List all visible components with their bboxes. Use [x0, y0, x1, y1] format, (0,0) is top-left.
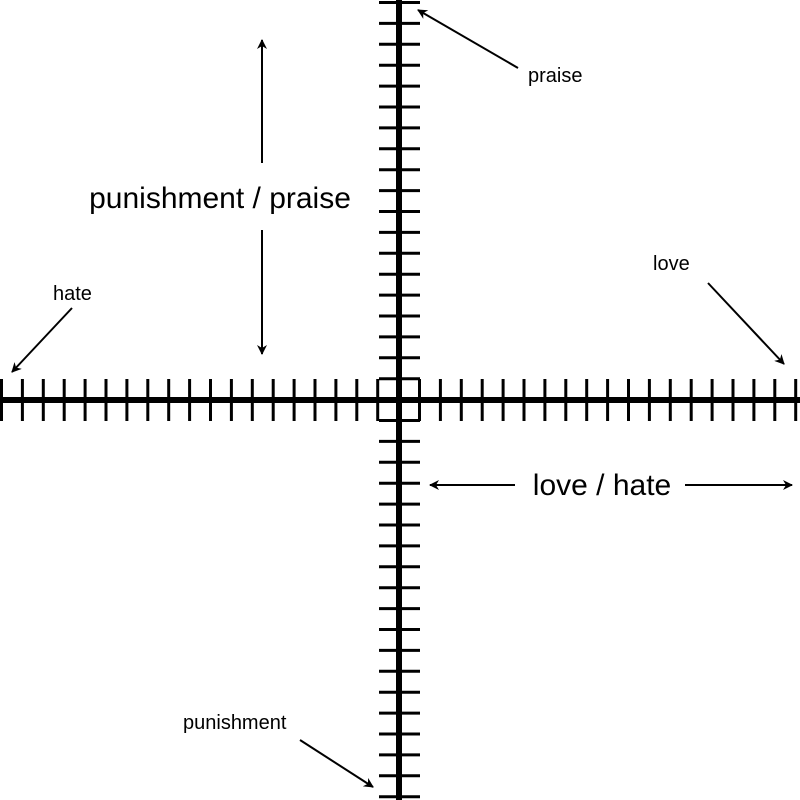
praise-pointer-arrow [417, 9, 519, 69]
hate-pointer-arrow [11, 307, 73, 373]
punishment-pointer-arrow [299, 739, 374, 788]
hate-label: hate [53, 283, 92, 305]
praise-label: praise [528, 65, 582, 87]
love-pointer-arrow [707, 282, 785, 365]
vertical-axis-title: punishment / praise [89, 182, 351, 215]
love-label: love [653, 253, 690, 275]
horizontal-axis-title: love / hate [533, 469, 671, 502]
punishment-label: punishment [183, 712, 287, 734]
